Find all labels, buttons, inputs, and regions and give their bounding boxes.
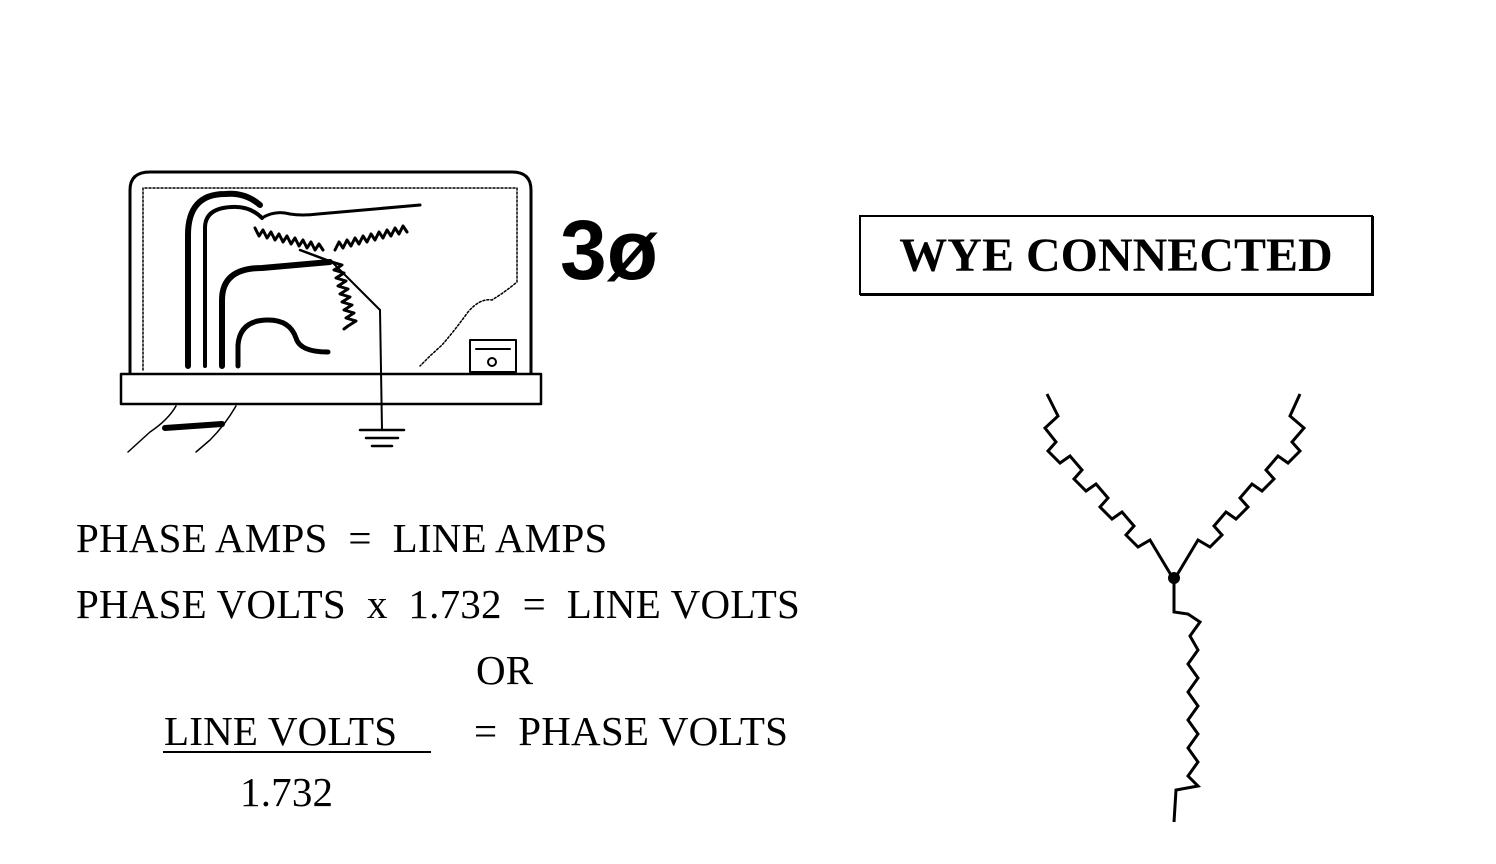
equation-phase-volts: PHASE VOLTS x 1.732 = LINE VOLTS: [76, 581, 800, 627]
title-text: WYE CONNECTED: [899, 228, 1333, 282]
fraction-denominator: 1.732: [240, 769, 334, 815]
wye-coil-right: [1172, 393, 1307, 581]
fraction-bar: [163, 751, 431, 753]
coil-left: [253, 226, 325, 252]
wye-coil-bottom: [1172, 580, 1203, 823]
three-phase-symbol: 3ø: [560, 203, 659, 297]
motor-illustration: [119, 170, 543, 453]
wye-neutral-point: [1168, 572, 1180, 584]
terminal-box: [469, 339, 517, 373]
fraction-numerator: LINE VOLTS: [164, 708, 398, 754]
motor-base: [119, 372, 543, 406]
coil-right: [333, 224, 409, 252]
equation-phase-amps: PHASE AMPS = LINE AMPS: [76, 515, 608, 561]
equation-line-volts-rhs: = PHASE VOLTS: [474, 708, 789, 754]
equation-or: OR: [476, 647, 534, 693]
motor-housing: [128, 170, 533, 376]
title-box: WYE CONNECTED: [859, 215, 1373, 295]
